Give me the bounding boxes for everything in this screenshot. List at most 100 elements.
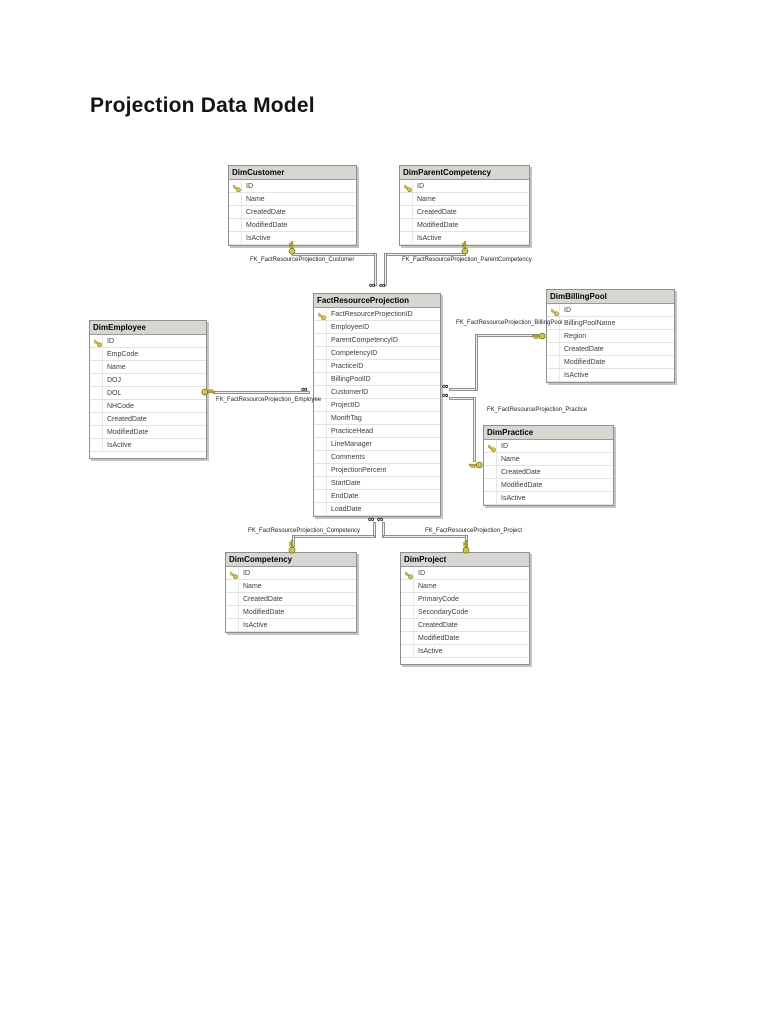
field-row-monthtag: MonthTag [314,412,440,425]
field-name: Comments [331,453,365,461]
field-name: CreatedDate [246,208,286,216]
table-title: DimBillingPool [550,292,607,301]
field-gutter [401,619,414,631]
field-name: StartDate [331,479,361,487]
field-name: IsActive [564,371,589,379]
field-gutter [484,466,497,478]
field-gutter [229,206,242,218]
key-cardinality-icon [532,331,546,341]
relationship-line [374,253,377,286]
field-name: EndDate [331,492,359,500]
field-gutter [90,387,103,399]
field-row-loaddate: LoadDate [314,503,440,516]
field-name: ID [246,182,253,190]
field-row-name: Name [226,580,356,593]
key-cardinality-icon [469,460,483,470]
key-cardinality-icon [287,540,297,554]
field-row-secondarycode: SecondaryCode [401,606,529,619]
field-row-createddate: CreatedDate [547,343,674,356]
field-gutter [90,413,103,425]
field-row-createddate: CreatedDate [484,466,613,479]
field-row-isactive: IsActive [547,369,674,382]
field-name: SecondaryCode [418,608,469,616]
table-header: DimCustomer [229,166,356,180]
field-gutter [314,425,327,437]
field-row-enddate: EndDate [314,490,440,503]
field-row-id: ID [400,180,529,193]
field-gutter [314,360,327,372]
field-row-startdate: StartDate [314,477,440,490]
field-name: CreatedDate [243,595,283,603]
relationship-label-project: FK_FactResourceProjection_Project [425,528,523,534]
field-gutter [314,347,327,359]
field-row-createddate: CreatedDate [226,593,356,606]
field-name: DOJ [107,376,121,384]
field-name: LoadDate [331,505,362,513]
field-name: Region [564,332,587,340]
field-row-region: Region [547,330,674,343]
field-row-name: Name [400,193,529,206]
relationship-label-billingpool: FK_FactResourceProjection_BillingPool [456,320,563,326]
field-gutter [547,317,560,329]
relationship-label-employee: FK_FactResourceProjection_Employee [216,397,322,403]
field-row-modifieddate: ModifiedDate [484,479,613,492]
infinity-icon: ∞ [442,390,449,400]
field-gutter [314,503,327,515]
field-name: DOL [107,389,122,397]
field-row-practicehead: PracticeHead [314,425,440,438]
field-gutter [547,330,560,342]
field-gutter [484,453,497,465]
field-row-id: ID [401,567,529,580]
table-title: DimCompetency [229,555,293,564]
field-name: CreatedDate [501,468,541,476]
field-gutter [314,490,327,502]
table-title: DimPractice [487,428,534,437]
field-row-billingpoolid: BillingPoolID [314,373,440,386]
field-name: PracticeID [331,362,364,370]
field-row-modifieddate: ModifiedDate [547,356,674,369]
primary-key-icon [90,335,103,348]
field-name: ProjectID [331,401,360,409]
field-name: IsActive [501,494,526,502]
field-gutter [314,399,327,411]
field-row-name: Name [229,193,356,206]
field-name: PrimaryCode [418,595,459,603]
key-cardinality-icon [201,387,215,397]
table-title: FactResourceProjection [317,296,410,305]
relationship-label-parentcompetency: FK_FactResourceProjection_ParentCompeten… [402,257,532,263]
field-name: PracticeHead [331,427,374,435]
table-header: DimParentCompetency [400,166,529,180]
relationship-line [384,253,387,286]
field-name: ModifiedDate [564,358,606,366]
field-gutter [314,373,327,385]
field-gutter [400,193,413,205]
infinity-icon: ∞ [442,381,449,391]
field-row-createddate: CreatedDate [90,413,206,426]
field-gutter [314,438,327,450]
primary-key-icon [547,304,560,317]
field-row-id: ID [226,567,356,580]
field-row-comments: Comments [314,451,440,464]
field-gutter [90,361,103,373]
field-name: ID [243,569,250,577]
field-gutter [547,343,560,355]
field-gutter [229,219,242,231]
relationship-line [477,334,539,337]
field-name: Name [243,582,262,590]
field-gutter [229,193,242,205]
relationship-line [475,334,478,391]
field-gutter [314,412,327,424]
relationship-line [449,397,476,400]
field-gutter [90,426,103,438]
field-row-isactive: IsActive [90,439,206,452]
primary-key-icon [226,567,239,580]
field-name: CompetencyID [331,349,378,357]
key-cardinality-icon [287,241,297,255]
relationship-line [449,388,478,391]
field-row-employeeid: EmployeeID [314,321,440,334]
field-gutter [547,369,560,381]
infinity-icon: ∞ [301,384,308,394]
